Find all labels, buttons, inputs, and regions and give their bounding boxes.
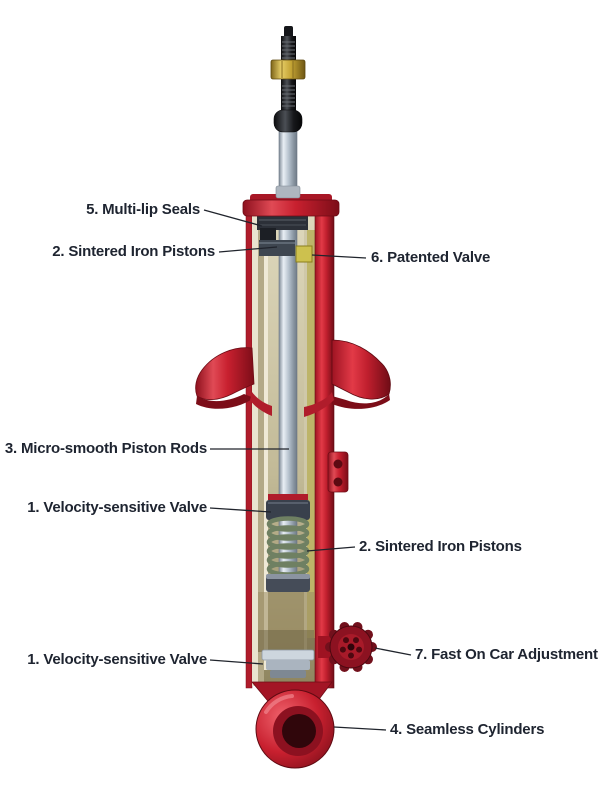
leader-sintered-top bbox=[218, 246, 278, 253]
label-patented-valve: 6. Patented Valve bbox=[371, 249, 491, 266]
spring-seat-bracket bbox=[195, 339, 391, 417]
coil-spring bbox=[266, 516, 310, 577]
leader-sintered-mid bbox=[306, 546, 356, 552]
leader-patented-valve bbox=[311, 254, 367, 259]
leader-cylinders bbox=[333, 726, 387, 731]
label-micro-smooth-piston-rods: 3. Micro-smooth Piston Rods bbox=[4, 440, 207, 457]
leader-lines bbox=[203, 209, 412, 731]
label-velocity-sensitive-valve-lower: 1. Velocity-sensitive Valve bbox=[27, 651, 207, 668]
leader-adjustment bbox=[374, 647, 412, 656]
label-seamless-cylinders: 4. Seamless Cylinders bbox=[390, 721, 545, 738]
label-sintered-iron-pistons-top: 2. Sintered Iron Pistons bbox=[52, 243, 215, 260]
label-fast-on-car-adjustment: 7. Fast On Car Adjustment bbox=[415, 646, 598, 663]
threaded-stem bbox=[281, 26, 296, 128]
label-sintered-iron-pistons-mid: 2. Sintered Iron Pistons bbox=[359, 538, 522, 555]
mid-sintered-piston bbox=[266, 574, 310, 592]
upper-sintered-piston bbox=[259, 240, 295, 256]
leader-valve-lower bbox=[209, 659, 264, 665]
multi-lip-seal-assembly bbox=[257, 214, 308, 240]
adjuster-gear bbox=[318, 622, 377, 672]
upper-velocity-valve bbox=[266, 494, 310, 520]
outer-shell bbox=[242, 185, 340, 689]
label-velocity-sensitive-valve-upper: 1. Velocity-sensitive Valve bbox=[27, 499, 207, 516]
patented-valve-part bbox=[295, 245, 313, 263]
label-multi-lip-seals: 5. Multi-lip Seals bbox=[86, 201, 200, 218]
leader-valve-upper bbox=[209, 507, 272, 513]
lower-fluid-chamber bbox=[258, 592, 314, 652]
side-mount-tab bbox=[327, 451, 349, 493]
bump-collar bbox=[273, 109, 303, 133]
bottom-eyelet bbox=[251, 681, 335, 769]
leader-multi-lip-seals bbox=[203, 209, 263, 227]
hex-nut bbox=[270, 59, 306, 80]
lower-velocity-valve bbox=[261, 649, 315, 678]
